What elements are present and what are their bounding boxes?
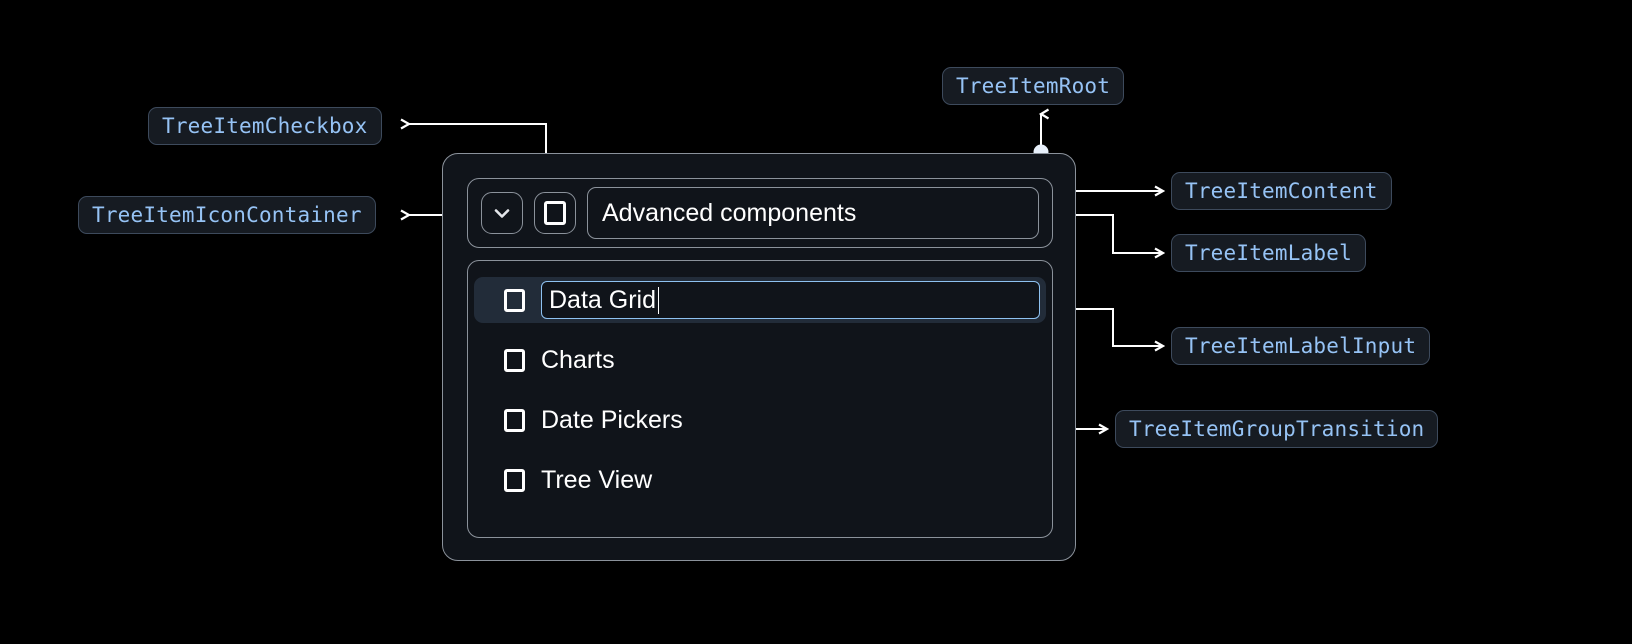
annotation-badge-tree-item-group-transition: TreeItemGroupTransition (1115, 410, 1439, 448)
annotation-badge-tree-item-checkbox: TreeItemCheckbox (148, 107, 382, 145)
annotation-badge-tree-item-label: TreeItemLabel (1171, 234, 1366, 272)
tree-item-label-input[interactable]: Data Grid (541, 281, 1040, 319)
tree-item-label-input-value: Data Grid (549, 285, 656, 314)
tree-item-checkbox[interactable] (504, 468, 525, 492)
annotation-badge-tree-item-root: TreeItemRoot (942, 67, 1125, 105)
tree-item-label[interactable]: Date Pickers (541, 405, 683, 434)
tree-item-row-date-pickers[interactable]: Date Pickers (474, 397, 1046, 443)
tree-item-root[interactable]: Advanced components Data Grid Charts Dat… (442, 153, 1076, 561)
tree-item-group-transition: Data Grid Charts Date Pickers Tree View (467, 260, 1053, 538)
annotation-badge-tree-item-content: TreeItemContent (1171, 172, 1392, 210)
tree-item-content[interactable]: Advanced components (467, 178, 1053, 248)
tree-item-checkbox[interactable] (534, 192, 576, 234)
tree-item-label[interactable]: Charts (541, 345, 615, 374)
tree-item-row-tree-view[interactable]: Tree View (474, 457, 1046, 503)
text-caret (657, 286, 660, 314)
checkbox-box (544, 201, 566, 225)
tree-item-row-charts[interactable]: Charts (474, 337, 1046, 383)
chevron-down-icon (494, 209, 510, 218)
tree-item-row-data-grid[interactable]: Data Grid (474, 277, 1046, 323)
annotation-badge-tree-item-icon-container: TreeItemIconContainer (78, 196, 376, 234)
tree-item-checkbox[interactable] (504, 288, 525, 312)
tree-item-label[interactable]: Advanced components (587, 187, 1039, 239)
tree-item-label[interactable]: Tree View (541, 465, 653, 494)
tree-item-label-text: Advanced components (602, 198, 857, 227)
tree-item-checkbox[interactable] (504, 348, 525, 372)
tree-item-checkbox[interactable] (504, 408, 525, 432)
tree-item-icon-container[interactable] (481, 192, 523, 234)
annotation-badge-tree-item-label-input: TreeItemLabelInput (1171, 327, 1431, 365)
